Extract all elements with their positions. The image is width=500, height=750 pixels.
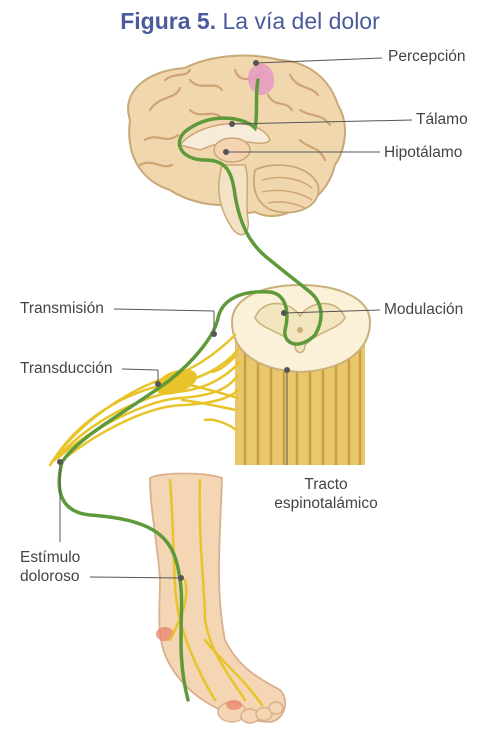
label-tracto-line1: Tracto <box>304 476 348 493</box>
label-estimulo-doloroso: Estímulo doloroso <box>20 548 80 586</box>
label-percepcion: Percepción <box>388 48 466 65</box>
dorsal-root-ganglion <box>154 369 198 395</box>
injury-spot-toe <box>226 700 242 710</box>
label-modulacion: Modulación <box>384 301 464 318</box>
perception-area <box>247 63 275 96</box>
figure-number: Figura 5. <box>120 8 217 34</box>
label-talamo: Tálamo <box>416 111 468 128</box>
label-tracto-espinotalamico: Tracto espinotalámico <box>262 475 390 513</box>
spinal-cord-illustration <box>230 283 372 465</box>
figure-title: Figura 5. La vía del dolor <box>0 8 500 35</box>
label-estimulo-line2: doloroso <box>20 568 80 585</box>
figure-caption: La vía del dolor <box>222 8 380 34</box>
leader-lines <box>57 57 413 581</box>
label-hipotalamo: Hipotálamo <box>384 144 463 161</box>
label-transduccion: Transducción <box>20 360 113 377</box>
label-tracto-line2: espinotalámico <box>274 495 378 512</box>
injury-spot-ankle <box>156 627 174 641</box>
label-estimulo-line1: Estímulo <box>20 549 81 566</box>
pain-pathway-line <box>57 78 323 702</box>
label-transmision: Transmisión <box>20 300 104 317</box>
leg-illustration <box>149 472 287 724</box>
brain-illustration <box>127 54 346 236</box>
